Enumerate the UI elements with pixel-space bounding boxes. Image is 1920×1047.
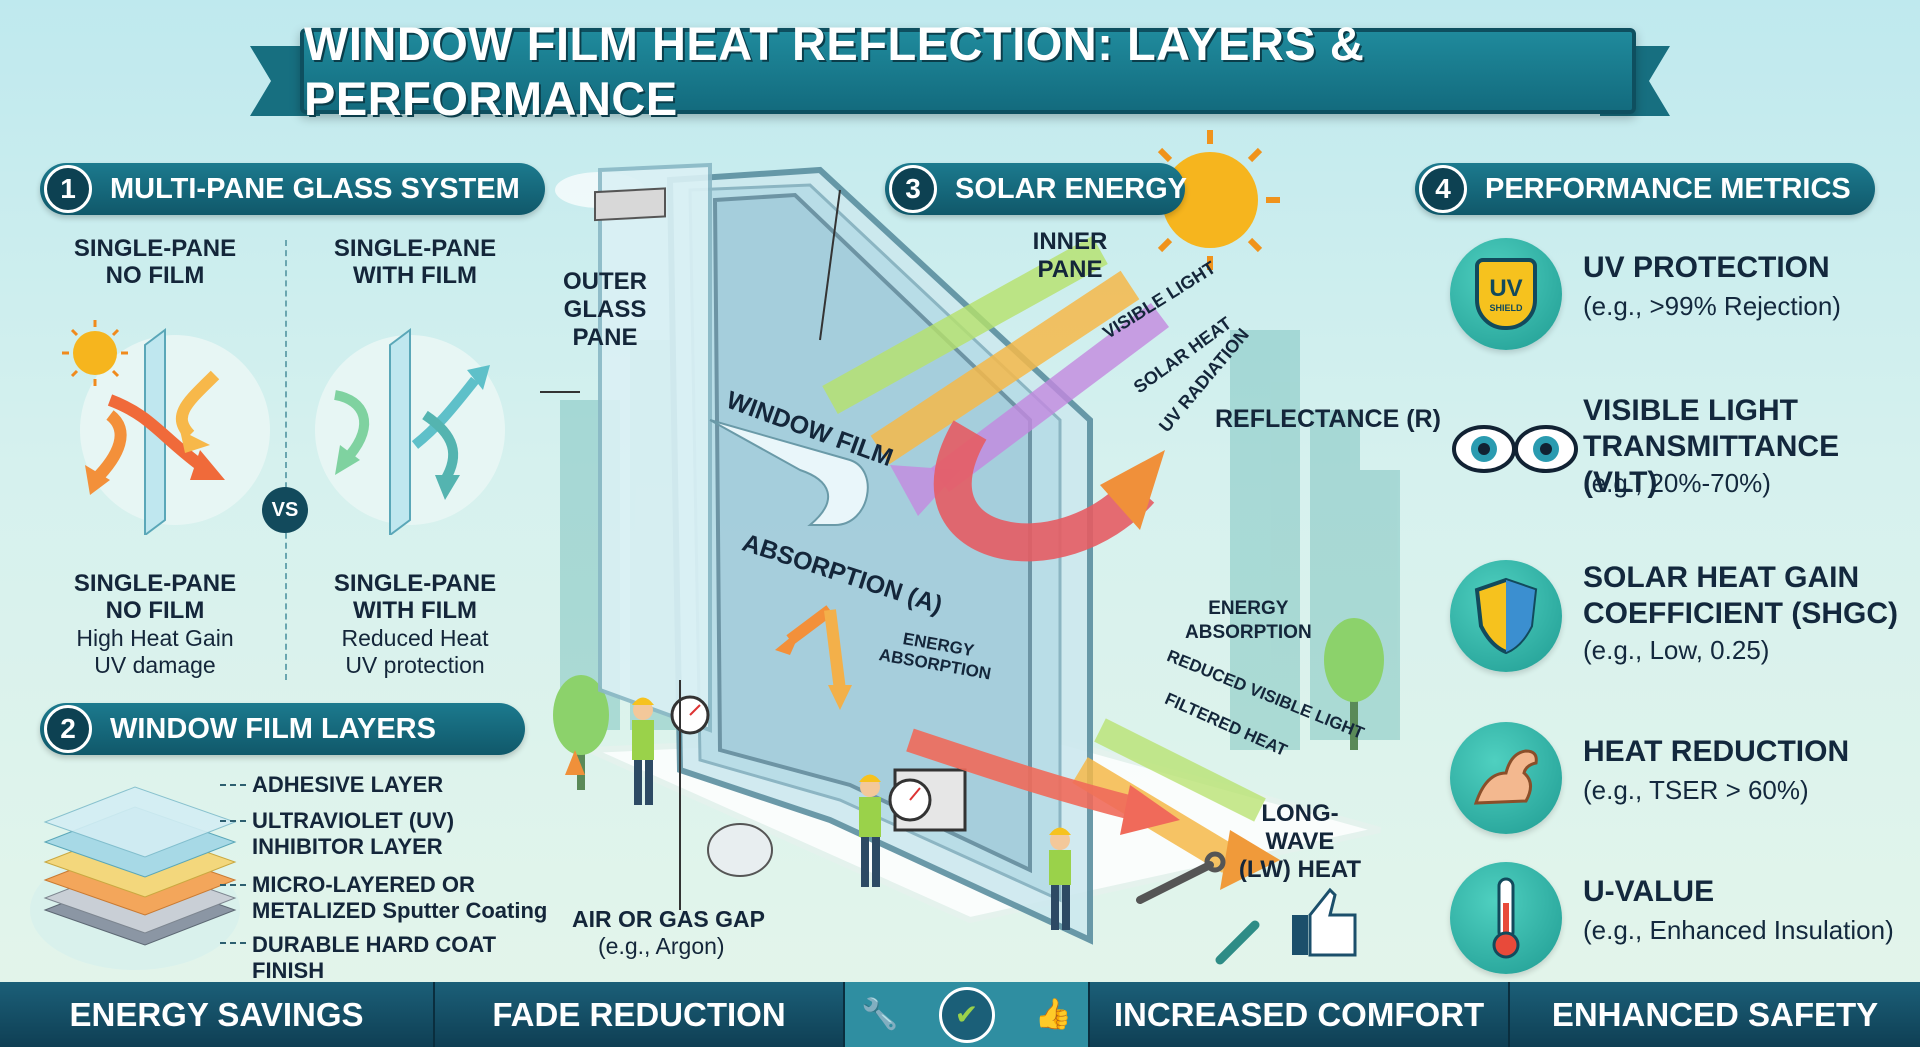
metric-item: SOLAR HEAT GAIN COEFFICIENT (SHGC) (e.g.… <box>1445 560 1905 690</box>
layer-item: DURABLE HARD COAT FINISH <box>252 932 497 983</box>
metric-title: UV PROTECTION <box>1583 251 1830 284</box>
footer-center-icons: 🔧 ✔ 👍 <box>845 982 1090 1047</box>
metric-title: HEAT REDUCTION <box>1583 735 1850 768</box>
metric-sub: (e.g., TSER > 60%) <box>1583 775 1809 805</box>
section-3-header: 3 SOLAR ENERGY <box>885 163 1188 215</box>
layer-item: ADHESIVE LAYER <box>252 772 444 797</box>
metric-title: U-VALUE <box>1583 875 1715 908</box>
right-top-caption: SINGLE-PANE WITH FILM <box>333 235 497 289</box>
air-gap-title: AIR OR GAS GAP <box>572 906 765 932</box>
eyes-icon <box>1450 393 1580 505</box>
layer-item: ULTRAVIOLET (UV) INHIBITOR LAYER <box>252 808 455 859</box>
pressure-gauge-icon <box>888 778 932 822</box>
metric-title: VISIBLE LIGHT TRANSMITTANCE (VLT) <box>1583 394 1840 499</box>
left-bottom-sub2: UV damage <box>94 652 216 678</box>
metric-item: U-VALUE (e.g., Enhanced Insulation) <box>1445 862 1905 977</box>
sun-icon <box>1140 130 1280 270</box>
window-diagram <box>540 130 1400 965</box>
metric-sub: (e.g., Low, 0.25) <box>1583 635 1770 665</box>
checklist-icon: ✔ <box>938 986 995 1043</box>
section-4-header: 4 PERFORMANCE METRICS <box>1415 163 1875 215</box>
right-bottom-sub2: UV protection <box>345 652 485 678</box>
worker-icon <box>1049 827 1071 930</box>
page-title: WINDOW FILM HEAT REFLECTION: LAYERS & PE… <box>304 17 1365 125</box>
metric-item: UV SHIELD UV PROTECTION (e.g., >99% Reje… <box>1445 238 1905 368</box>
tree-icon <box>1324 618 1384 750</box>
no-film-illustration <box>62 320 270 535</box>
layer-stack-illustration <box>30 786 240 970</box>
footer-item: FADE REDUCTION <box>435 982 845 1047</box>
inner-pane-label: INNER PANE <box>1032 228 1108 283</box>
thumbs-up-icon <box>1292 887 1357 957</box>
section-4-label: PERFORMANCE METRICS <box>1485 172 1851 205</box>
left-bottom-sub1: High Heat Gain <box>76 625 234 651</box>
wrench-icon <box>1136 851 1226 904</box>
sun-icon <box>62 320 128 386</box>
metric-sub: (e.g., >99% Rejection) <box>1583 291 1841 321</box>
layer-item: MICRO-LAYERED OR METALIZED Sputter Coati… <box>252 872 548 923</box>
vs-badge: VS <box>262 487 308 533</box>
outer-glass-label: OUTER GLASS PANE <box>563 268 647 351</box>
footer-item: ENHANCED SAFETY <box>1551 995 1879 1033</box>
section-1-label: MULTI-PANE GLASS SYSTEM <box>110 172 520 205</box>
title-banner: WINDOW FILM HEAT REFLECTION: LAYERS & PE… <box>300 17 1636 125</box>
comparison-panel: SINGLE-PANE NO FILM SINGLE-PANE WITH FIL… <box>40 225 540 685</box>
wrench-icon <box>1215 920 1260 965</box>
footer-bar: ENERGY SAVINGS FADE REDUCTION 🔧 ✔ 👍 INCR… <box>0 982 1920 1047</box>
long-wave-label: LONG-WAVE (LW) HEAT <box>1238 800 1362 883</box>
thumbs-up-icon: 👍 <box>1034 998 1072 1031</box>
section-2-header: 2 WINDOW FILM LAYERS <box>40 703 525 755</box>
energy-absorption-right-label: ENERGY ABSORPTION <box>1185 598 1312 643</box>
section-1-number: 1 <box>44 165 92 213</box>
section-3-number: 3 <box>889 165 937 213</box>
with-film-illustration <box>315 328 505 535</box>
air-gap-sub: (e.g., Argon) <box>598 933 725 959</box>
metric-item: HEAT REDUCTION (e.g., TSER > 60%) <box>1445 722 1905 852</box>
right-bottom-sub1: Reduced Heat <box>341 625 489 651</box>
shield-icon <box>1450 560 1562 672</box>
worker-icon <box>632 697 654 805</box>
flexed-arm-icon <box>1450 722 1562 834</box>
thermometer-icon <box>1450 862 1562 974</box>
section-1-header: 1 MULTI-PANE GLASS SYSTEM <box>40 163 545 215</box>
footer-item: ENERGY SAVINGS <box>0 982 435 1047</box>
metric-item: VISIBLE LIGHT TRANSMITTANCE (VLT) (e.g.,… <box>1445 393 1905 523</box>
worker-icon <box>859 774 881 887</box>
section-4-number: 4 <box>1419 165 1467 213</box>
section-2-number: 2 <box>44 705 92 753</box>
wrench-icon: 🔧 <box>861 998 899 1031</box>
left-bottom-caption: SINGLE-PANE NO FILM <box>73 570 237 624</box>
metric-title: SOLAR HEAT GAIN COEFFICIENT (SHGC) <box>1583 561 1898 630</box>
pressure-gauge-icon <box>670 695 710 735</box>
footer-item: INCREASED COMFORT <box>1090 982 1510 1047</box>
section-2-label: WINDOW FILM LAYERS <box>110 712 436 745</box>
metric-sub: (e.g., Enhanced Insulation) <box>1583 915 1894 945</box>
uv-shield-icon: UV SHIELD <box>1450 238 1562 350</box>
left-top-caption: SINGLE-PANE NO FILM <box>73 235 237 289</box>
reflectance-label: REFLECTANCE (R) <box>1215 405 1441 433</box>
metric-sub: (e.g., 20%-70%) <box>1583 468 1771 498</box>
divider <box>285 240 287 680</box>
section-3-label: SOLAR ENERGY <box>955 172 1188 205</box>
right-bottom-caption: SINGLE-PANE WITH FILM <box>333 570 497 624</box>
